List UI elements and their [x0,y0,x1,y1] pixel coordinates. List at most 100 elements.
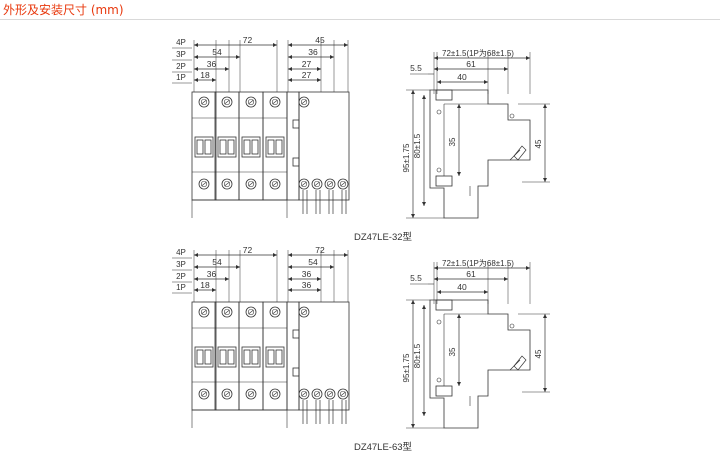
screw-slot [224,99,230,105]
arrowhead [411,214,415,218]
front-dim-label: 54 [212,47,222,57]
arrowhead [484,80,488,84]
side-dim-label: 61 [466,269,476,279]
screw-slot [201,99,207,105]
side-dim-label: 40 [457,72,467,82]
rcd-strip [286,91,300,201]
arrowhead [317,277,321,281]
arrowhead [457,104,461,108]
side-hole [436,109,442,115]
arrowhead [317,288,321,292]
terminal-screw-inner [200,98,208,106]
arrowhead [526,56,530,60]
toggle-switch [217,136,237,158]
front-dim-label: 36 [207,59,217,69]
toggle-lever [267,349,275,365]
toggle-lever [219,139,227,155]
screw-slot [314,391,320,397]
arrowhead [330,55,334,59]
front-dim-label: 18 [200,70,210,80]
screw-slot [248,181,254,187]
rcd-dim-label: 27 [302,59,312,69]
terminal-screw-inner [247,98,255,106]
side-terminal-bottom [435,385,453,397]
arrowhead [194,55,198,59]
screw-slot [314,181,320,187]
terminal-screw-inner [247,308,255,316]
terminal-screw-inner [223,180,231,188]
rcd-indicator [292,157,300,167]
din-clip [513,145,527,161]
toggle-lever [204,139,212,155]
toggle-lever [227,349,235,365]
toggle-lever [267,139,275,155]
side-dim-label: 45 [534,139,543,148]
front-dim-label: 36 [207,269,217,279]
arrowhead [194,265,198,269]
terminal-screw-inner [247,390,255,398]
pole-label: 1P [176,283,186,292]
arrowhead [288,253,292,257]
page-title: 外形及安装尺寸 (mm) [3,3,124,17]
rcd-dim-label: 45 [315,35,325,45]
toggle-lever [227,139,235,155]
rcd-indicator [292,367,300,377]
side-dim-label: 61 [466,59,476,69]
arrowhead [422,202,426,206]
screw-slot [272,309,278,315]
terminal-screw-inner [300,308,308,316]
arrowhead [288,43,292,47]
toggle-lever [196,349,204,365]
rcd-module [298,91,350,201]
arrowhead [212,288,216,292]
pole-label: 1P [176,73,186,82]
side-dim-label: 72±1.5(1P为68±1.5) [442,48,514,58]
rcd-dim-label: 36 [302,280,312,290]
arrowhead [411,300,415,304]
side-dim-label: 5.5 [410,273,422,283]
din-clip [513,355,527,371]
side-dim-label: 80±1.5 [413,343,422,368]
arrowhead [504,67,508,71]
screw-slot [224,309,230,315]
arrowhead [288,288,292,292]
front-dim-label: 72 [243,245,253,255]
terminal-screw-inner [313,180,321,188]
arrowhead [344,253,348,257]
terminal-screw-inner [200,308,208,316]
terminal-screw-inner [326,180,334,188]
rcd-indicator [292,119,300,129]
side-dim-label: 95±1.75 [402,143,411,172]
arrowhead [194,78,198,82]
screw-slot [201,181,207,187]
screw-slot [272,99,278,105]
terminal-screw-inner [223,390,231,398]
din-clip-line [509,359,521,371]
side-hole [509,323,515,329]
rcd-dim-label: 54 [308,257,318,267]
model-caption: DZ47LE-32型 [354,232,413,243]
arrowhead [422,95,426,99]
screw-slot [248,391,254,397]
side-dim-label: 40 [457,282,467,292]
rcd-module [298,301,350,411]
toggle-switch [265,346,285,368]
pole-label: 3P [176,260,186,269]
arrowhead [543,314,547,318]
pole-label: 2P [176,272,186,281]
terminal-screw-inner [271,308,279,316]
toggle-lever [251,139,259,155]
toggle-lever [275,139,283,155]
terminal-screw-inner [200,390,208,398]
toggle-lever [251,349,259,365]
side-hole [436,377,442,383]
side-hole [436,167,442,173]
arrowhead [437,80,441,84]
front-dim-label: 18 [200,280,210,290]
arrowhead [434,56,438,60]
arrowhead [273,43,277,47]
toggle-lever [196,139,204,155]
toggle-lever [275,349,283,365]
rcd-strip [286,301,300,411]
side-terminal-bottom [435,175,453,187]
